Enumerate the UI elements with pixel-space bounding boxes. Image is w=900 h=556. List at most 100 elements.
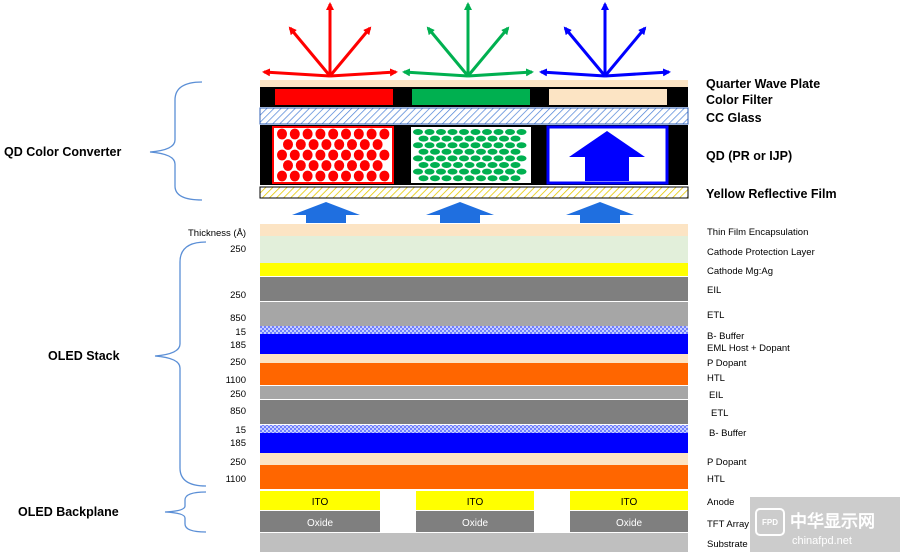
- oled-layer: [260, 425, 688, 433]
- red-quantum-dot: [328, 128, 339, 140]
- oled-stack-layers: [260, 224, 688, 489]
- color-filter-red: [275, 89, 393, 105]
- green-quantum-dot: [487, 175, 498, 182]
- green-quantum-dot: [516, 168, 527, 175]
- green-quantum-dot: [453, 162, 463, 168]
- red-quantum-dot: [283, 160, 293, 171]
- red-quantum-dot: [328, 170, 339, 182]
- red-quantum-dot: [353, 149, 364, 161]
- red-quantum-dot: [302, 128, 313, 140]
- blue-excitation-arrows: [292, 202, 634, 223]
- green-quantum-dot: [499, 162, 509, 168]
- green-quantum-dot: [436, 155, 446, 162]
- anode-ito-2: [416, 491, 534, 510]
- green-quantum-dot: [436, 168, 446, 175]
- red-quantum-dot: [341, 128, 351, 140]
- green-quantum-dot: [476, 162, 486, 168]
- green-emission-arrows: [402, 2, 534, 78]
- oled-layer: [260, 263, 688, 276]
- oled-layer-thickness: 250: [230, 244, 246, 255]
- oled-layer: [260, 363, 688, 385]
- cc-glass-label: CC Glass: [706, 111, 762, 125]
- qd-green-cell: [411, 127, 531, 183]
- oled-layer-thickness: 250: [230, 389, 246, 400]
- red-quantum-dot: [308, 160, 319, 171]
- oled-layer-thickness: 250: [230, 457, 246, 468]
- color-filter-label: Color Filter: [706, 93, 773, 107]
- green-quantum-dot: [505, 142, 515, 149]
- blue-emission-arrows: [539, 2, 671, 78]
- oled-stack-section-label: OLED Stack: [48, 349, 120, 363]
- thickness-header: Thickness (Å): [188, 228, 246, 239]
- red-quantum-dot: [308, 139, 319, 150]
- oled-stack-brace: [154, 241, 207, 487]
- red-quantum-dot: [315, 149, 326, 161]
- oled-backplane-brace: [164, 491, 207, 533]
- green-quantum-dot: [499, 175, 509, 182]
- green-quantum-dot: [436, 142, 446, 149]
- red-quantum-dot: [302, 149, 313, 161]
- oled-layer-label: HTL: [707, 474, 725, 485]
- green-quantum-dot: [487, 135, 498, 142]
- blue-passthrough-arrow: [569, 131, 645, 181]
- green-quantum-dot: [436, 129, 446, 135]
- red-quantum-dot: [277, 128, 287, 140]
- quarter-wave-plate-label: Quarter Wave Plate: [706, 77, 820, 91]
- oled-layer-label: Cathode Protection Layer: [707, 247, 815, 258]
- oled-layer-thickness: 15: [235, 425, 246, 436]
- green-quantum-dot: [464, 148, 475, 155]
- anode-ito-3: [570, 491, 688, 510]
- oled-layer-thickness: 850: [230, 406, 246, 417]
- oled-layer-label: B- Buffer: [709, 428, 746, 439]
- red-quantum-dot: [379, 128, 390, 140]
- red-quantum-dot: [372, 160, 383, 171]
- oled-layer-thickness: 1100: [226, 375, 246, 386]
- oled-layer: [260, 386, 688, 399]
- tft-oxide-3: [570, 511, 688, 532]
- anode-label: Anode: [707, 497, 734, 508]
- oled-layer: [260, 453, 688, 465]
- qd-color-converter-section-label: QD Color Converter: [4, 145, 122, 159]
- ito-label-1: ITO: [312, 497, 329, 508]
- tft-oxide-1: [260, 511, 380, 532]
- green-quantum-dot: [505, 168, 515, 175]
- oled-layer-thickness: 185: [230, 340, 246, 351]
- qd-converter-brace: [149, 81, 203, 201]
- oled-layer-label: Thin Film Encapsulation: [707, 227, 808, 238]
- green-quantum-dot: [482, 168, 492, 175]
- green-quantum-dot: [505, 129, 515, 135]
- green-quantum-dot: [516, 129, 527, 135]
- oled-layer-thickness: 250: [230, 290, 246, 301]
- oled-layer: [260, 326, 688, 334]
- green-quantum-dot: [424, 155, 435, 162]
- green-quantum-dot: [482, 129, 492, 135]
- green-quantum-dot: [510, 148, 521, 155]
- green-quantum-dot: [459, 142, 469, 149]
- red-quantum-dot: [277, 149, 287, 161]
- oled-layer: [260, 224, 688, 236]
- green-quantum-dot: [453, 135, 463, 142]
- green-quantum-dot: [505, 155, 515, 162]
- red-quantum-dot: [315, 128, 326, 140]
- red-quantum-dot: [295, 160, 306, 171]
- green-quantum-dot: [441, 148, 452, 155]
- cc-glass: [259, 107, 689, 125]
- red-quantum-dot: [295, 139, 306, 150]
- green-quantum-dot: [430, 148, 440, 155]
- oled-layer: [260, 354, 688, 363]
- green-quantum-dot: [430, 162, 440, 168]
- green-quantum-dot: [459, 168, 469, 175]
- red-quantum-dot: [359, 139, 370, 150]
- green-quantum-dot: [464, 162, 475, 168]
- red-quantum-dot: [302, 170, 313, 182]
- oled-layer-label: ETL: [711, 408, 728, 419]
- oled-layer-thickness: 185: [230, 438, 246, 449]
- red-quantum-dot: [353, 170, 364, 182]
- red-quantum-dot: [347, 139, 357, 150]
- green-quantum-dot: [493, 168, 504, 175]
- green-quantum-dot: [418, 148, 429, 155]
- green-quantum-dot: [482, 155, 492, 162]
- substrate: [260, 533, 688, 552]
- green-quantum-dot: [459, 129, 469, 135]
